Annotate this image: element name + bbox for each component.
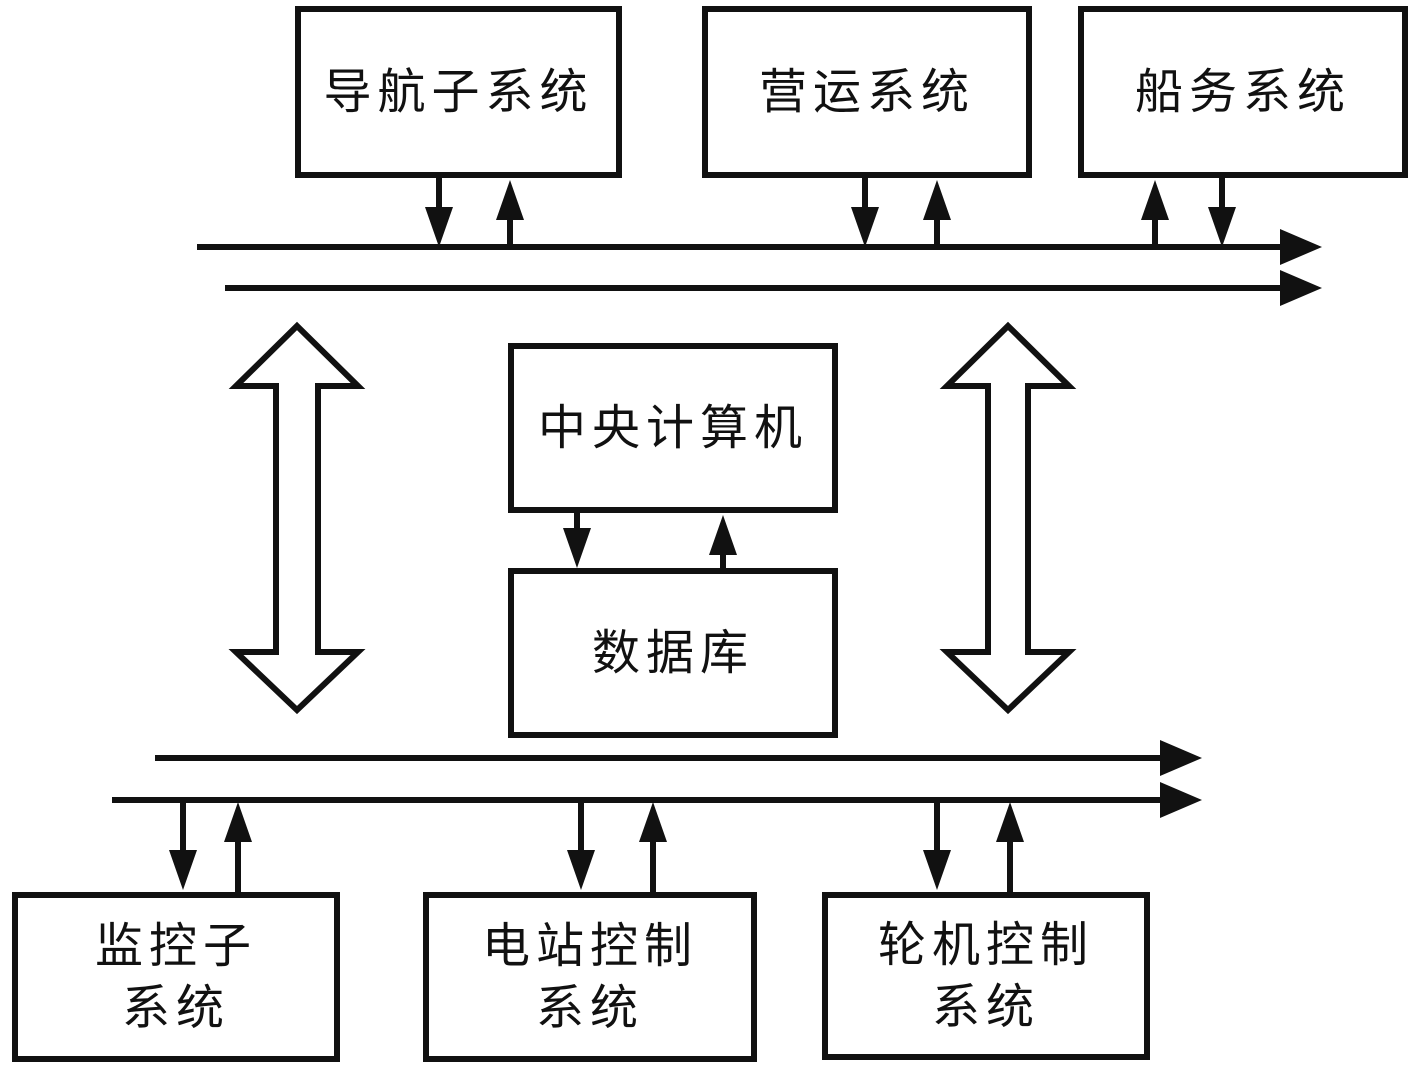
bottom-bus-line-1-arrowhead-icon xyxy=(1160,740,1202,776)
box-navigation-subsystem: 导航子系统 xyxy=(295,6,622,178)
box-navigation-label: 导航子系统 xyxy=(323,63,594,120)
box-central-computer-label: 中央计算机 xyxy=(537,399,808,456)
navigation-up-arrow-icon xyxy=(496,180,524,247)
box-database: 数据库 xyxy=(508,568,838,738)
box-database-label: 数据库 xyxy=(591,624,754,681)
box-monitoring-label: 监控子 系统 xyxy=(94,917,257,1036)
top-bus-line-2-arrowhead-icon xyxy=(1280,270,1322,306)
operation-up-arrow-icon xyxy=(923,180,951,247)
monitoring-down-arrow-icon xyxy=(169,800,197,890)
shipping-up-arrow-icon xyxy=(1141,180,1169,247)
box-shipping-label: 船务系统 xyxy=(1134,63,1351,120)
engine-control-down-arrow-icon xyxy=(923,800,951,890)
right-double-arrow-icon xyxy=(939,321,1077,715)
engine-control-up-arrow-icon xyxy=(996,802,1024,892)
box-shipping-system: 船务系统 xyxy=(1078,6,1408,178)
power-station-down-arrow-icon xyxy=(567,800,595,890)
power-station-up-arrow-icon xyxy=(639,802,667,892)
database-to-central-up-arrow-icon xyxy=(709,515,737,568)
bottom-bus-line-2-arrowhead-icon xyxy=(1160,782,1202,818)
box-operation-label: 营运系统 xyxy=(758,63,975,120)
box-engine-control-system: 轮机控制 系统 xyxy=(822,892,1150,1060)
top-bus-line-1-arrowhead-icon xyxy=(1280,229,1322,265)
box-power-station-control-system: 电站控制 系统 xyxy=(423,892,757,1062)
operation-down-arrow-icon xyxy=(851,178,879,247)
box-operation-system: 营运系统 xyxy=(702,6,1032,178)
central-to-database-down-arrow-icon xyxy=(563,513,591,568)
monitoring-up-arrow-icon xyxy=(224,802,252,892)
box-power-station-label: 电站控制 系统 xyxy=(481,917,698,1036)
box-engine-control-label: 轮机控制 系统 xyxy=(877,916,1094,1035)
box-central-computer: 中央计算机 xyxy=(508,343,838,513)
left-double-arrow-icon xyxy=(228,321,366,715)
navigation-down-arrow-icon xyxy=(425,178,453,247)
shipping-down-arrow-icon xyxy=(1208,178,1236,247)
box-monitoring-subsystem: 监控子 系统 xyxy=(12,892,340,1062)
